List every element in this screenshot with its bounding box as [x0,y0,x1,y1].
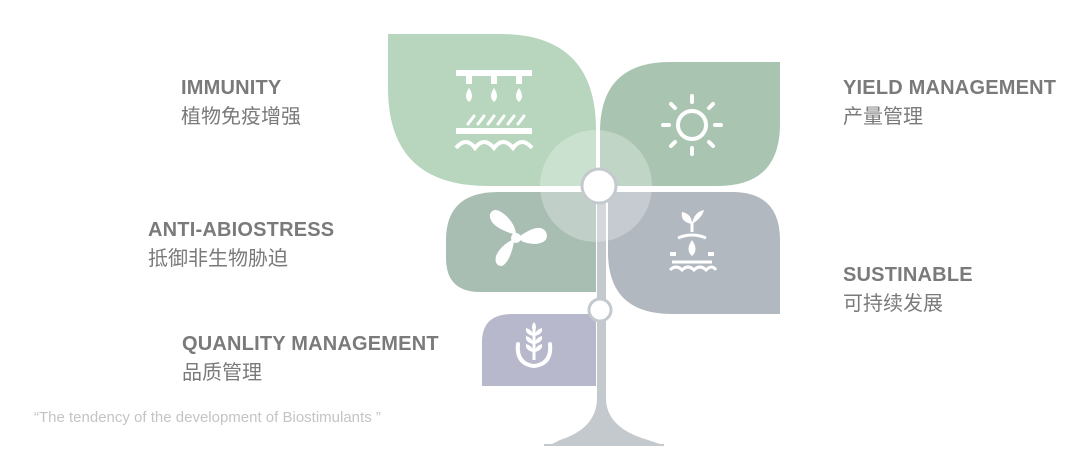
label-anti-en: ANTI-ABIOSTRESS [148,219,335,241]
leaf-yield [600,62,780,186]
label-yield-en: YIELD MANAGEMENT [843,77,1057,99]
label-anti-zh: 抵御非生物胁迫 [148,246,288,270]
label-sustinable: SUSTINABLE 可持续发展 [843,263,973,317]
label-quality-zh: 品质管理 [182,360,262,384]
fan-icon [489,210,547,266]
caption-quote: “The tendency of the development of Bios… [34,409,381,426]
sprout-water-icon [668,210,718,273]
wheat-icon [515,322,553,369]
label-sustinable-zh: 可持续发展 [843,291,943,315]
lower-node [587,297,613,323]
label-yield-management: YIELD MANAGEMENT 产量管理 [843,76,1056,130]
leaf-immunity [388,34,596,186]
label-anti-abiostress: ANTI-ABIOSTRESS 抵御非生物胁迫 [148,218,334,272]
sun-icon [661,94,723,156]
leaf-anti-abiostress [446,192,596,292]
label-sustinable-en: SUSTINABLE [843,264,973,286]
label-yield-zh: 产量管理 [843,104,923,128]
label-immunity-zh: 植物免疫增强 [181,104,301,128]
center-node [580,167,618,205]
label-quality-en: QUANLITY MANAGEMENT [182,333,439,355]
sprinkler-soil-icon [454,70,534,152]
label-immunity-en: IMMUNITY [181,77,282,99]
label-immunity: IMMUNITY 植物免疫增强 [181,76,301,130]
label-quality-management: QUANLITY MANAGEMENT 品质管理 [182,332,439,386]
